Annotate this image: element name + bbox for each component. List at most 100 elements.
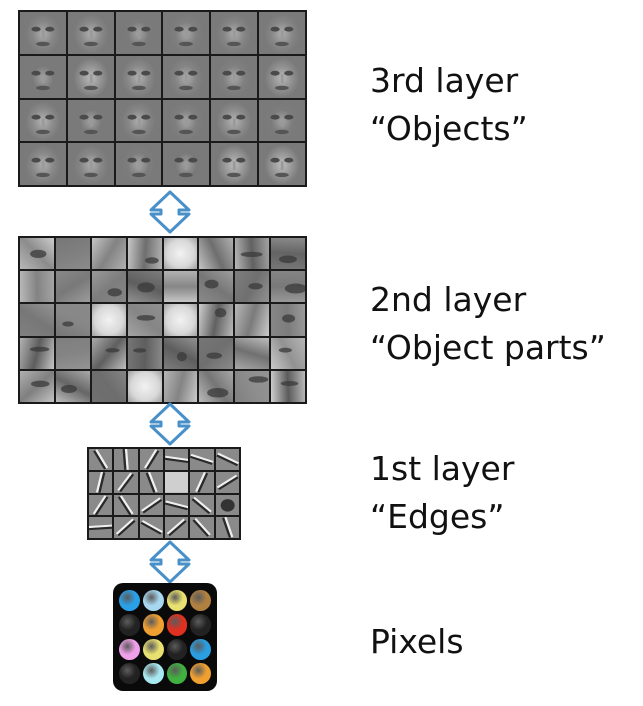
- part-feature-cell: [56, 371, 90, 402]
- pixel-dot: [119, 590, 140, 611]
- face-feature-cell: [116, 100, 162, 142]
- part-feature-cell: [56, 271, 90, 302]
- edge-filter-cell: [140, 517, 163, 538]
- edge-filter-cell: [216, 517, 239, 538]
- face-feature-cell: [259, 100, 305, 142]
- face-feature-cell: [163, 143, 209, 185]
- part-feature-cell: [199, 338, 233, 369]
- layer2-label: 2nd layer “Object parts”: [370, 276, 606, 372]
- part-feature-cell: [56, 304, 90, 335]
- layer2-name: 2nd layer: [370, 276, 606, 324]
- part-feature-cell: [92, 271, 126, 302]
- part-feature-cell: [235, 371, 269, 402]
- edges-feature-grid: [87, 447, 241, 540]
- part-feature-cell: [235, 338, 269, 369]
- pixel-dot: [119, 614, 140, 635]
- part-feature-cell: [20, 238, 54, 269]
- edge-filter-cell: [165, 495, 188, 516]
- face-feature-cell: [211, 56, 257, 98]
- part-feature-cell: [20, 271, 54, 302]
- edge-filter-cell: [114, 472, 137, 493]
- layer1-desc: “Edges”: [370, 493, 514, 541]
- part-feature-cell: [199, 371, 233, 402]
- face-feature-cell: [163, 56, 209, 98]
- part-feature-cell: [20, 371, 54, 402]
- layer3-label: 3rd layer “Objects”: [370, 57, 528, 153]
- edge-filter-cell: [190, 449, 213, 470]
- edge-filter-cell: [140, 449, 163, 470]
- edge-filter-cell: [89, 472, 112, 493]
- part-feature-cell: [199, 304, 233, 335]
- pixel-dot: [190, 639, 211, 660]
- pixel-dot: [143, 663, 164, 684]
- pixels-name: Pixels: [370, 618, 464, 666]
- pixel-dot: [143, 639, 164, 660]
- edge-filter-cell: [89, 517, 112, 538]
- pixel-dot: [119, 639, 140, 660]
- part-feature-cell: [235, 238, 269, 269]
- part-feature-cell: [128, 371, 162, 402]
- double-arrow-icon: [145, 402, 195, 446]
- part-feature-cell: [164, 338, 198, 369]
- layer3-desc: “Objects”: [370, 105, 528, 153]
- edge-filter-cell: [190, 472, 213, 493]
- layer2-desc: “Object parts”: [370, 324, 606, 372]
- pixel-dot: [167, 590, 188, 611]
- face-feature-cell: [259, 143, 305, 185]
- layer1-label: 1st layer “Edges”: [370, 445, 514, 541]
- face-feature-cell: [211, 100, 257, 142]
- pixel-dot: [190, 590, 211, 611]
- part-feature-cell: [92, 238, 126, 269]
- edge-filter-cell: [140, 495, 163, 516]
- face-feature-cell: [211, 143, 257, 185]
- face-feature-cell: [20, 100, 66, 142]
- part-feature-cell: [128, 304, 162, 335]
- face-feature-cell: [259, 56, 305, 98]
- face-feature-cell: [20, 143, 66, 185]
- edge-filter-cell: [216, 495, 239, 516]
- edge-filter-cell: [140, 472, 163, 493]
- pixel-dot: [167, 614, 188, 635]
- part-feature-cell: [235, 271, 269, 302]
- part-feature-cell: [92, 338, 126, 369]
- part-feature-cell: [164, 304, 198, 335]
- part-feature-cell: [128, 271, 162, 302]
- face-feature-cell: [20, 56, 66, 98]
- part-feature-cell: [235, 304, 269, 335]
- edge-filter-cell: [165, 472, 188, 493]
- edge-filter-cell: [89, 449, 112, 470]
- edge-filter-cell: [165, 517, 188, 538]
- part-feature-cell: [92, 371, 126, 402]
- edge-filter-cell: [89, 495, 112, 516]
- part-feature-cell: [164, 371, 198, 402]
- layer1-name: 1st layer: [370, 445, 514, 493]
- part-feature-cell: [92, 304, 126, 335]
- face-feature-cell: [163, 100, 209, 142]
- edge-filter-cell: [114, 449, 137, 470]
- object-parts-feature-grid: [18, 236, 307, 404]
- face-feature-cell: [116, 12, 162, 54]
- pixels-label: Pixels: [370, 618, 464, 666]
- face-feature-cell: [116, 56, 162, 98]
- edge-filter-cell: [190, 517, 213, 538]
- face-feature-cell: [68, 100, 114, 142]
- edge-filter-cell: [165, 449, 188, 470]
- layer3-name: 3rd layer: [370, 57, 528, 105]
- pixel-dot: [143, 614, 164, 635]
- pixel-dot: [167, 663, 188, 684]
- edge-filter-cell: [216, 472, 239, 493]
- part-feature-cell: [56, 338, 90, 369]
- face-feature-cell: [163, 12, 209, 54]
- pixel-grid: [113, 583, 217, 691]
- edge-filter-cell: [114, 517, 137, 538]
- pixel-dot: [190, 663, 211, 684]
- part-feature-cell: [271, 371, 305, 402]
- face-feature-cell: [116, 143, 162, 185]
- face-feature-cell: [68, 12, 114, 54]
- part-feature-cell: [164, 238, 198, 269]
- double-arrow-icon: [145, 540, 195, 584]
- part-feature-cell: [271, 304, 305, 335]
- part-feature-cell: [271, 271, 305, 302]
- edge-filter-cell: [114, 495, 137, 516]
- face-feature-cell: [211, 12, 257, 54]
